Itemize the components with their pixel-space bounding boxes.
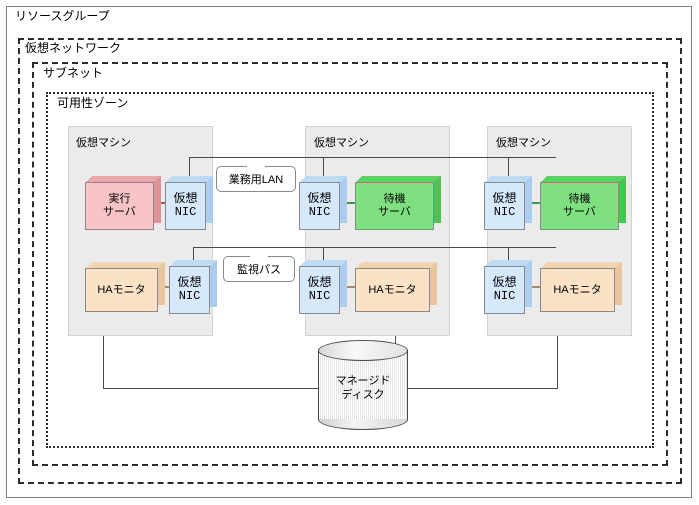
business-lan-drop-vm2	[323, 157, 324, 179]
frame-availability-zone	[46, 92, 654, 448]
business-lan-callout: 業務用LAN	[216, 159, 296, 192]
vm1-ha-monitor-top-face	[85, 262, 165, 269]
vm3-ha-monitor-side-face	[614, 262, 622, 305]
vm3-server-nic-side-face	[524, 176, 532, 223]
business-lan-callout-label: 業務用LAN	[228, 174, 284, 186]
monitor-path-drop-vm1	[193, 247, 194, 263]
monitor-path-callout: 監視パス	[223, 249, 295, 282]
vm1-server-nic-top-face	[165, 176, 213, 183]
vm2-server-nic-link	[347, 202, 357, 204]
managed-disk-drop-vm3	[557, 336, 558, 389]
vm2-ha-monitor-label: HAモニタ	[355, 268, 430, 312]
vm2-ha-monitor-side-face	[429, 262, 437, 305]
vm2-monitor-nic-top-face	[299, 260, 347, 267]
vm1-ha-monitor-side-face	[157, 262, 165, 305]
vm1-server-nic-link	[157, 202, 167, 204]
vm3-ha-monitor-label: HAモニタ	[540, 268, 615, 312]
vm3-standby-server-side-face	[618, 176, 626, 223]
vm3-standby-server-label: 待機サーバ	[540, 182, 619, 230]
business-lan-drop-vm1	[189, 157, 190, 179]
vm1-monitor-nic-side-face	[209, 260, 217, 307]
vm2-standby-server[interactable]: 待機サーバ	[355, 176, 441, 230]
vm1-active-server-label: 実行サーバ	[85, 182, 154, 230]
business-lan-drop-vm3	[508, 157, 509, 179]
frame-resource-group-label: リソースグループ	[12, 9, 113, 23]
vm3-server-nic-top-face	[484, 176, 532, 183]
vm1-monitor-nic-top-face	[169, 260, 217, 267]
managed-disk-bottom-mask	[318, 407, 408, 419]
business-lan-callout-tailcap	[247, 166, 265, 168]
vm1-active-server-side-face	[153, 176, 161, 223]
vm3-ha-monitor-top-face	[540, 262, 622, 269]
managed-disk-label: マネージドディスク	[335, 375, 391, 401]
vm1-active-server[interactable]: 実行サーバ	[85, 176, 161, 230]
managed-disk-cylinder[interactable]: マネージドディスク	[318, 340, 408, 430]
frame-availability-zone-label: 可用性ゾーン	[54, 96, 132, 110]
vm2-server-nic-top-face	[299, 176, 347, 183]
monitor-path-drop-vm3	[508, 247, 509, 263]
vm2-monitor-nic-link	[347, 286, 357, 288]
frame-virtual-network-label: 仮想ネットワーク	[22, 41, 125, 55]
vm3-monitor-nic-side-face	[524, 260, 532, 307]
vm3-server-nic-link	[532, 202, 542, 204]
vm1-server-nic-side-face	[205, 176, 213, 223]
vm2-standby-server-side-face	[433, 176, 441, 223]
vm1-ha-monitor-label: HAモニタ	[85, 268, 158, 312]
vm2-ha-monitor[interactable]: HAモニタ	[355, 262, 437, 312]
vm-panel-2-label: 仮想マシン	[314, 137, 369, 149]
frame-subnet-label: サブネット	[40, 66, 107, 80]
vm2-standby-server-top-face	[355, 176, 441, 183]
vm1-ha-monitor[interactable]: HAモニタ	[85, 262, 165, 312]
business-lan-bus	[189, 157, 556, 158]
frame-subnet	[32, 62, 668, 466]
vm3-monitor-nic-top-face	[484, 260, 532, 267]
vm2-standby-server-label: 待機サーバ	[355, 182, 434, 230]
managed-disk-lid	[318, 340, 408, 361]
frame-resource-group	[6, 6, 692, 498]
vm-panel-1-label: 仮想マシン	[76, 137, 131, 149]
monitor-path-callout-label: 監視パス	[237, 264, 281, 276]
frame-virtual-network	[18, 38, 682, 484]
vm1-monitor-nic-link	[161, 286, 171, 288]
vm-panel-3-label: 仮想マシン	[496, 137, 551, 149]
managed-disk-drop-vm1	[103, 336, 104, 389]
vm3-standby-server[interactable]: 待機サーバ	[540, 176, 626, 230]
vm3-standby-server-top-face	[540, 176, 626, 183]
vm3-ha-monitor[interactable]: HAモニタ	[540, 262, 622, 312]
monitor-path-bus	[193, 247, 556, 248]
monitor-path-drop-vm2	[323, 247, 324, 263]
vm2-monitor-nic-side-face	[339, 260, 347, 307]
vm3-monitor-nic-link	[532, 286, 542, 288]
vm2-server-nic-side-face	[339, 176, 347, 223]
monitor-path-callout-tailcap	[250, 256, 268, 258]
vm2-ha-monitor-top-face	[355, 262, 437, 269]
vm1-active-server-top-face	[85, 176, 161, 183]
